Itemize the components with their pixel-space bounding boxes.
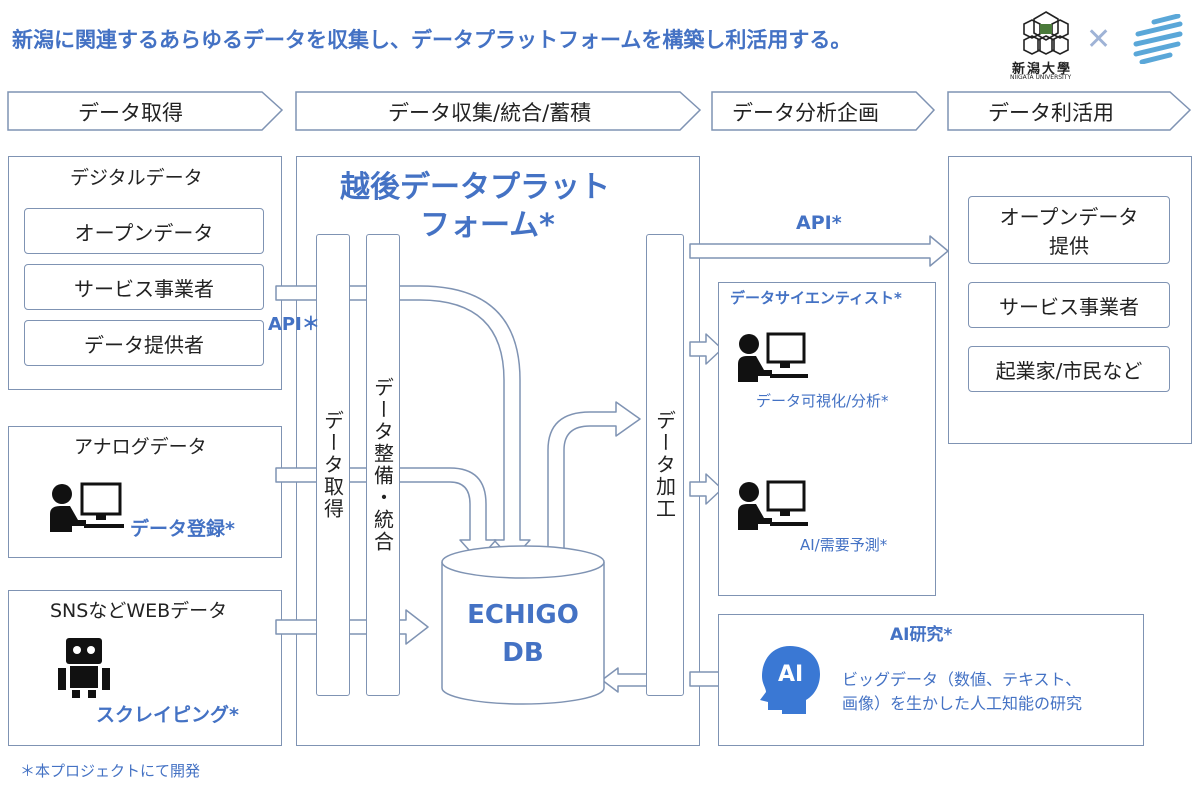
stripes-logo-icon (1133, 13, 1183, 65)
ai-research-desc-line1: ビッグデータ（数値、テキスト、 (842, 670, 1082, 689)
utilization-item-service-provider: サービス事業者 (968, 282, 1170, 328)
university-subname: NIIGATA UNIVERSITY (1010, 74, 1072, 81)
stage-arrow-analysis (711, 91, 936, 131)
university-logo (1010, 6, 1082, 86)
data-scientist-title: データサイエンティスト* (730, 289, 902, 307)
university-name: 新潟大學 (1012, 62, 1073, 77)
ai-head-icon (760, 646, 820, 714)
ai-research-title: AI研究* (890, 625, 953, 645)
column-data-integration-label: データ整備・統合 (370, 377, 395, 553)
stage-label-acquire: データ取得 (78, 101, 183, 125)
database-cylinder-icon (441, 545, 605, 705)
person-computer-icon (50, 482, 124, 532)
ai-research-desc-line2: 画像）を生かした人工知能の研究 (842, 694, 1083, 713)
data-scientist-task-visualization: データ可視化/分析* (756, 392, 889, 410)
stage-label-collect: データ収集/統合/蓄積 (388, 101, 592, 125)
utilization-item-entrepreneurs: 起業家/市民など (968, 346, 1170, 392)
utilization-item-open-data-line2: 提供 (1049, 234, 1089, 258)
platform-title-line1: 越後データプラット (340, 170, 610, 205)
stage-label-analysis: データ分析企画 (732, 101, 879, 125)
web-data-action: スクレイピング* (96, 704, 239, 726)
page-headline: 新潟に関連するあらゆるデータを収集し、データプラットフォームを構築し利活用する。 (12, 28, 852, 52)
column-data-processing: データ加工 (646, 234, 684, 696)
footnote: ＊本プロジェクトにて開発 (20, 762, 201, 780)
university-emblem-icon (1023, 11, 1069, 55)
arrow-to-scientist-2 (689, 473, 723, 505)
digital-item-service-provider: サービス事業者 (24, 264, 264, 310)
ai-head-label: AI (778, 662, 804, 687)
stage-arrow-acquire (7, 91, 284, 131)
cross-icon: ✕ (1086, 22, 1112, 57)
person-computer-icon (738, 332, 808, 382)
digital-item-data-provider: データ提供者 (24, 320, 264, 366)
stage-arrows (7, 91, 1192, 131)
analog-data-title: アナログデータ (74, 436, 207, 458)
stage-arrow-utilization (947, 91, 1192, 131)
robot-icon (58, 638, 110, 698)
data-scientist-panel (718, 282, 936, 596)
arrow-db-to-processing (547, 401, 641, 559)
data-scientist-task-forecast: AI/需要予測* (800, 536, 888, 554)
stage-arrow-collect (295, 91, 702, 131)
digital-item-open-data: オープンデータ (24, 208, 264, 254)
column-data-processing-label: データ加工 (652, 410, 677, 520)
column-data-integration: データ整備・統合 (366, 234, 400, 696)
digital-data-title: デジタルデータ (70, 167, 203, 189)
api-left-label: API＊ (268, 314, 320, 335)
arrow-to-scientist-1 (689, 333, 723, 365)
analog-data-action: データ登録* (130, 518, 235, 540)
person-computer-icon (738, 480, 808, 530)
column-data-acquisition-label: データ取得 (320, 410, 345, 520)
database-name-line2: DB (502, 638, 544, 668)
platform-title-line2: フォーム* (420, 208, 555, 243)
database-name-line1: ECHIGO (467, 600, 579, 630)
column-data-acquisition: データ取得 (316, 234, 350, 696)
stage-label-utilization: データ利活用 (988, 101, 1114, 125)
web-data-panel (8, 590, 282, 746)
arrow-web-to-db (275, 609, 429, 645)
utilization-item-open-data-line1: オープンデータ (999, 205, 1139, 229)
utilization-item-open-data: オープンデータ 提供 (968, 196, 1170, 264)
web-data-title: SNSなどWEBデータ (50, 600, 228, 622)
arrow-to-utilization (689, 235, 949, 267)
partner-logo (1130, 13, 1184, 65)
api-right-label: API* (796, 212, 842, 234)
